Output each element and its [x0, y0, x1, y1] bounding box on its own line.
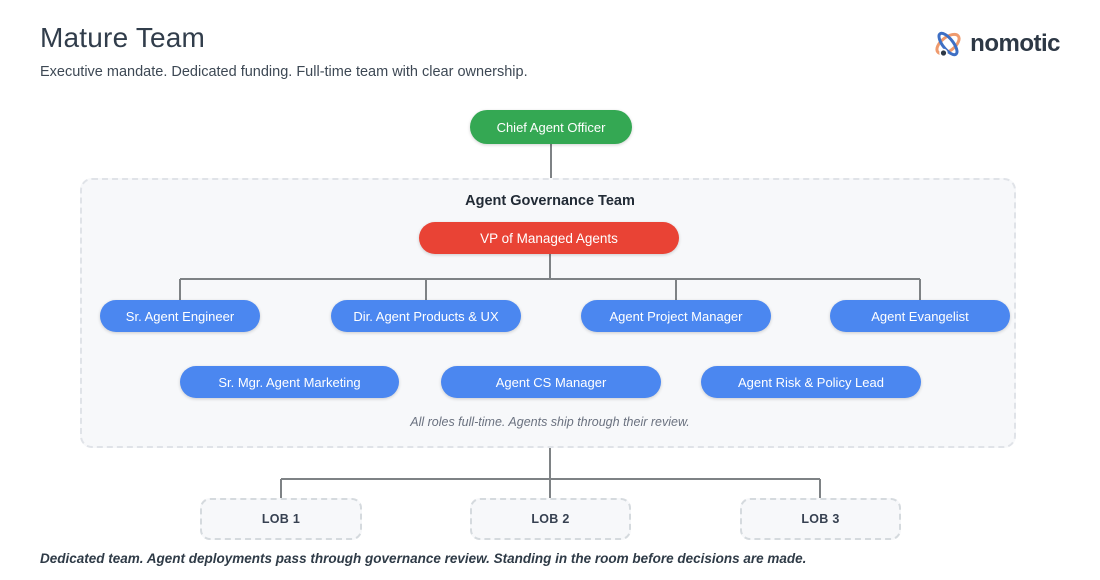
- role-node-agent-cs-manager: Agent CS Manager: [441, 366, 661, 398]
- role-node-agent-risk-policy-lead: Agent Risk & Policy Lead: [701, 366, 921, 398]
- role-node-agent-project-manager: Agent Project Manager: [581, 300, 771, 332]
- lob-box-2: LOB 2: [470, 498, 631, 540]
- role-node-agent-evangelist: Agent Evangelist: [830, 300, 1010, 332]
- role-node-sr-agent-engineer: Sr. Agent Engineer: [100, 300, 260, 332]
- role-node-dir-agent-products-ux: Dir. Agent Products & UX: [331, 300, 521, 332]
- governance-group-title: Agent Governance Team: [465, 193, 635, 209]
- brand-name: nomotic: [970, 30, 1060, 57]
- atom-orbit-icon: [935, 31, 961, 58]
- role-node-chief-agent-officer: Chief Agent Officer: [470, 110, 632, 144]
- lob-box-1: LOB 1: [200, 498, 362, 540]
- brand-logo: nomotic: [932, 28, 1060, 60]
- governance-group-note: All roles full-time. Agents ship through…: [410, 415, 690, 429]
- page-footer-note: Dedicated team. Agent deployments pass t…: [40, 551, 807, 566]
- page-subtitle: Executive mandate. Dedicated funding. Fu…: [40, 64, 528, 80]
- lob-box-3: LOB 3: [740, 498, 901, 540]
- role-node-vp-managed-agents: VP of Managed Agents: [419, 222, 679, 254]
- role-node-sr-mgr-agent-marketing: Sr. Mgr. Agent Marketing: [180, 366, 399, 398]
- page-title: Mature Team: [40, 22, 206, 53]
